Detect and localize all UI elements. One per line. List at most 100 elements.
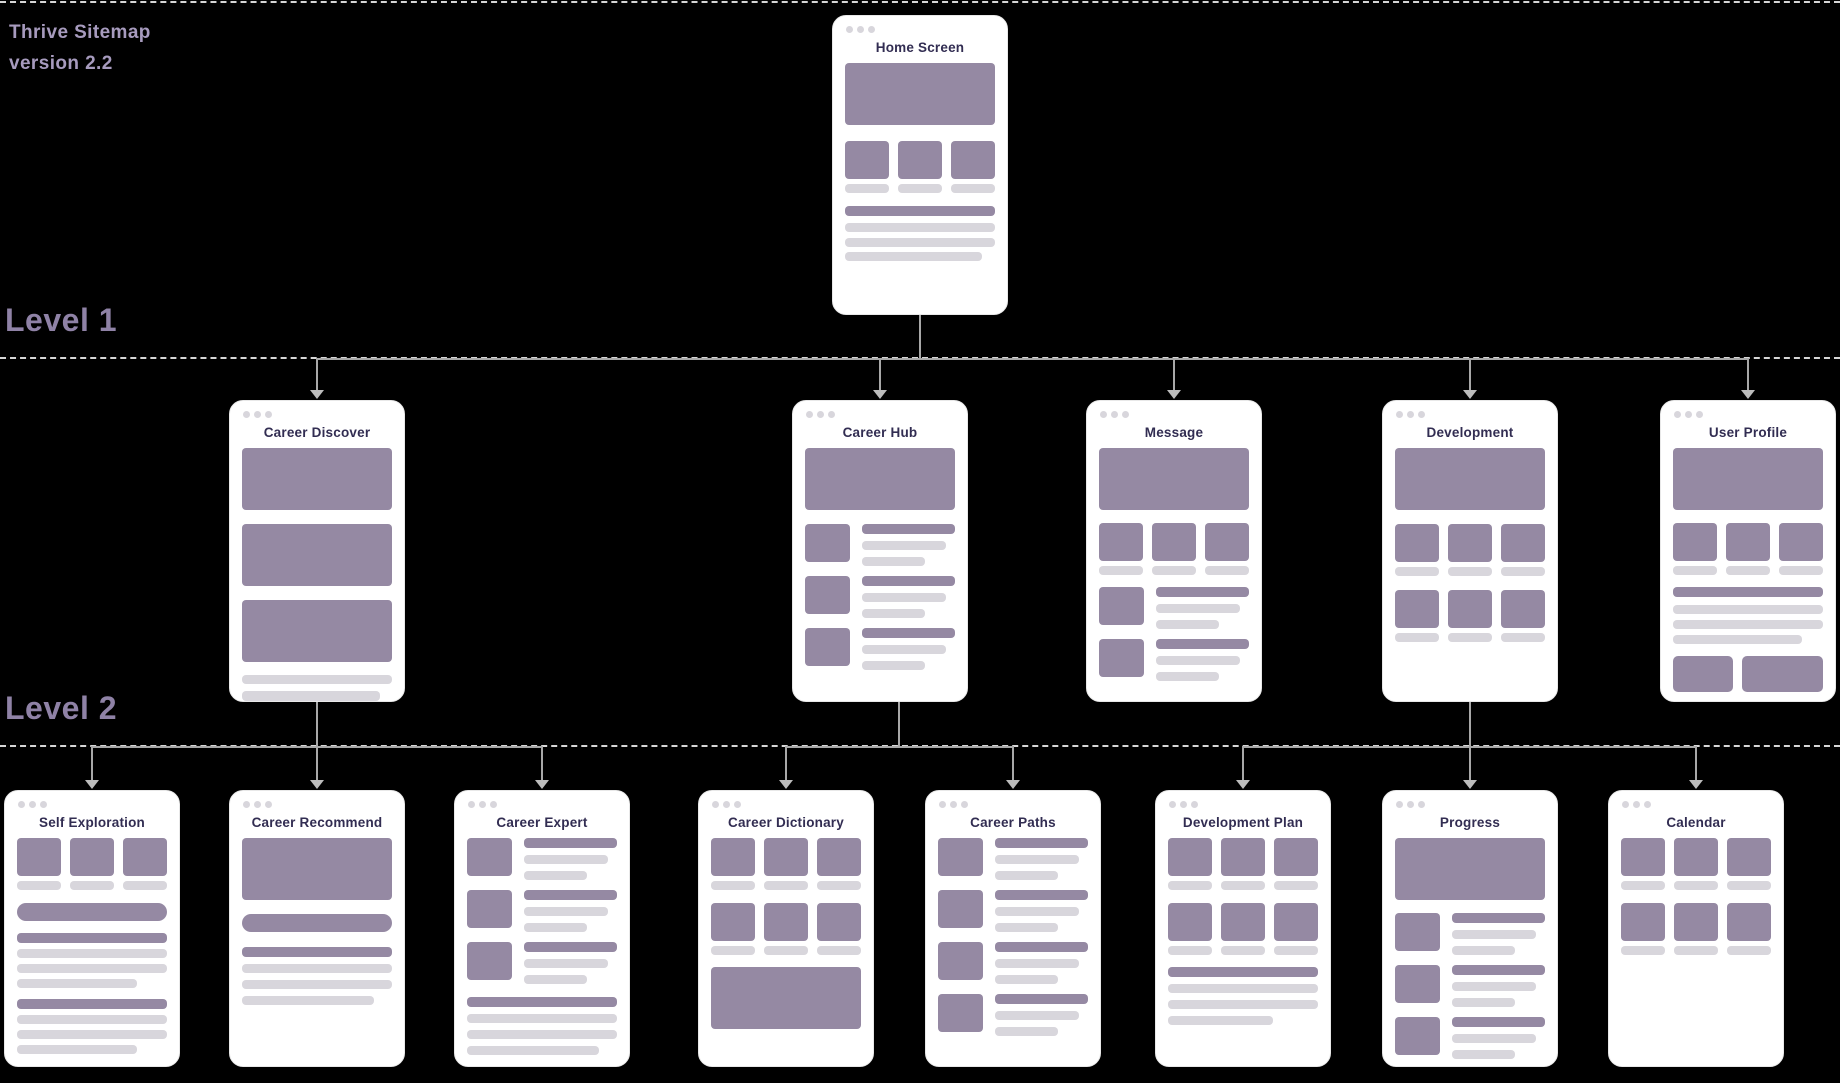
screen-card-career-expert[interactable]: Career Expert bbox=[454, 790, 630, 1067]
window-dot bbox=[734, 801, 741, 808]
wireframe-thumbnail bbox=[1099, 523, 1143, 561]
arrow-down-icon bbox=[1463, 780, 1477, 789]
wireframe-list-thumb bbox=[938, 838, 983, 876]
window-dot bbox=[243, 411, 250, 418]
wireframe-list-line-bar bbox=[1156, 604, 1240, 613]
wireframe-list-line-bar bbox=[1156, 656, 1240, 665]
screen-card-calendar[interactable]: Calendar bbox=[1608, 790, 1784, 1067]
wireframe-image-block bbox=[242, 524, 392, 586]
screen-card-career-paths[interactable]: Career Paths bbox=[925, 790, 1101, 1067]
wireframe-body bbox=[1395, 448, 1545, 642]
wireframe-thumbnail bbox=[123, 838, 167, 876]
window-dot bbox=[1396, 411, 1403, 418]
window-dot bbox=[1396, 801, 1403, 808]
wireframe-list-line-bar bbox=[995, 907, 1079, 916]
wireframe-caption-bar bbox=[70, 881, 114, 890]
wireframe-caption-bar bbox=[123, 881, 167, 890]
wireframe-text-bar bbox=[845, 206, 995, 216]
connector-line bbox=[879, 358, 881, 391]
wireframe-text-bar bbox=[17, 1015, 167, 1024]
screen-title: Career Recommend bbox=[251, 815, 383, 830]
wireframe-caption-bar bbox=[1621, 881, 1665, 890]
wireframe-thumbnail bbox=[764, 903, 808, 941]
wireframe-body bbox=[1395, 838, 1545, 1059]
window-dot bbox=[817, 411, 824, 418]
window-dot bbox=[29, 801, 36, 808]
wireframe-list-item bbox=[1099, 639, 1249, 681]
wireframe-caption-bar bbox=[1727, 946, 1771, 955]
screen-title: Message bbox=[1144, 425, 1204, 440]
window-dot bbox=[806, 411, 813, 418]
wireframe-image-block bbox=[1395, 448, 1545, 510]
screen-card-career-hub[interactable]: Career Hub bbox=[792, 400, 968, 702]
wireframe-text-bar bbox=[17, 1045, 137, 1054]
wireframe-caption-row bbox=[17, 881, 167, 890]
wireframe-thumbnail bbox=[1621, 838, 1665, 876]
arrow-down-icon bbox=[1463, 390, 1477, 399]
wireframe-thumbnail bbox=[1274, 838, 1318, 876]
wireframe-text-bar bbox=[17, 964, 167, 973]
screen-card-home-screen[interactable]: Home Screen bbox=[832, 15, 1008, 315]
wireframe-list-thumb bbox=[467, 838, 512, 876]
wireframe-list-title-bar bbox=[862, 576, 955, 586]
arrow-down-icon bbox=[1167, 390, 1181, 399]
wireframe-list-text bbox=[1452, 1017, 1545, 1059]
window-dots bbox=[846, 26, 875, 33]
wireframe-thumbnail bbox=[1501, 590, 1545, 628]
wireframe-list-line-bar bbox=[1452, 982, 1536, 991]
screen-title: Career Dictionary bbox=[728, 815, 844, 830]
arrow-down-icon bbox=[310, 390, 324, 399]
screen-card-user-profile[interactable]: User Profile bbox=[1660, 400, 1836, 702]
wireframe-text-bar bbox=[17, 949, 167, 958]
screen-card-career-dictionary[interactable]: Career Dictionary bbox=[698, 790, 874, 1067]
window-dot bbox=[1644, 801, 1651, 808]
screen-card-development-plan[interactable]: Development Plan bbox=[1155, 790, 1331, 1067]
wireframe-text-bar bbox=[1168, 984, 1318, 993]
wireframe-text-bar bbox=[1673, 605, 1823, 614]
screen-card-career-discover[interactable]: Career Discover bbox=[229, 400, 405, 702]
wireframe-thumbnail bbox=[1448, 590, 1492, 628]
wireframe-caption-bar bbox=[17, 881, 61, 890]
screen-title: Development bbox=[1426, 425, 1514, 440]
wireframe-list-thumb bbox=[938, 942, 983, 980]
wireframe-thumbnail bbox=[764, 838, 808, 876]
wireframe-text-bar bbox=[467, 1030, 617, 1039]
connector-line bbox=[317, 358, 1748, 360]
wireframe-text-bar bbox=[845, 223, 995, 232]
wireframe-list-line-bar bbox=[1452, 1034, 1536, 1043]
wireframe-thumbnail bbox=[1168, 903, 1212, 941]
wireframe-caption-bar bbox=[1395, 633, 1439, 642]
wireframe-thumbnail bbox=[898, 141, 942, 179]
screen-card-career-recommend[interactable]: Career Recommend bbox=[229, 790, 405, 1067]
wireframe-list-item bbox=[938, 838, 1088, 880]
wireframe-caption-bar bbox=[1221, 881, 1265, 890]
wireframe-list-thumb bbox=[1395, 1017, 1440, 1055]
wireframe-caption-bar bbox=[1727, 881, 1771, 890]
window-dots bbox=[1169, 801, 1198, 808]
wireframe-list-text bbox=[1156, 639, 1249, 681]
screen-card-self-exploration[interactable]: Self Exploration bbox=[4, 790, 180, 1067]
arrow-down-icon bbox=[1236, 780, 1250, 789]
wireframe-thumbnail bbox=[70, 838, 114, 876]
wireframe-caption-bar bbox=[764, 881, 808, 890]
window-dots bbox=[806, 411, 835, 418]
connector-line bbox=[316, 746, 318, 781]
screen-title: Progress bbox=[1439, 815, 1501, 830]
wireframe-image-block bbox=[845, 63, 995, 125]
wireframe-thumbnail bbox=[711, 838, 755, 876]
wireframe-text-bar bbox=[1673, 635, 1802, 644]
screen-card-progress[interactable]: Progress bbox=[1382, 790, 1558, 1067]
window-dot bbox=[857, 26, 864, 33]
wireframe-caption-row bbox=[711, 881, 861, 890]
wireframe-text-bar bbox=[845, 238, 995, 247]
wireframe-caption-row bbox=[711, 946, 861, 955]
window-dot bbox=[1100, 411, 1107, 418]
wireframe-thumbnail bbox=[1621, 903, 1665, 941]
wireframe-caption-bar bbox=[1726, 566, 1770, 575]
wireframe-caption-bar bbox=[764, 946, 808, 955]
screen-card-message[interactable]: Message bbox=[1086, 400, 1262, 702]
window-dot bbox=[265, 411, 272, 418]
screen-card-development[interactable]: Development bbox=[1382, 400, 1558, 702]
wireframe-list-line-bar bbox=[862, 645, 946, 654]
wireframe-list-title-bar bbox=[995, 994, 1088, 1004]
